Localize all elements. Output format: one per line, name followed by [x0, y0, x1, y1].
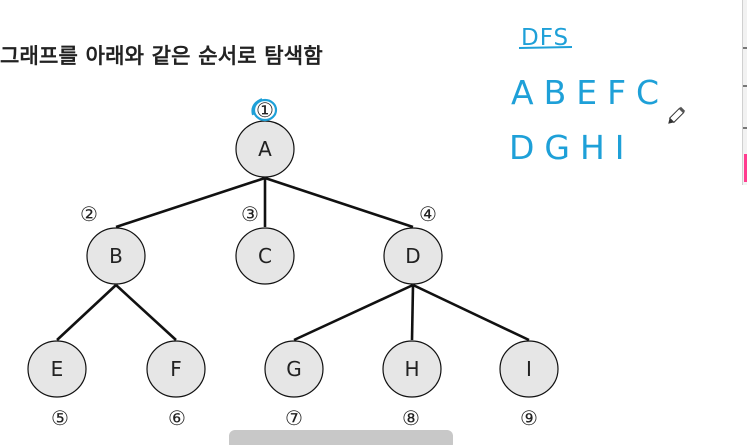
visit-order-mark-H: ⑧	[402, 406, 420, 430]
node-label: A	[258, 137, 272, 161]
edge-B-E	[56, 284, 117, 341]
visit-order-mark-B: ②	[80, 202, 98, 226]
tree-node-G: G	[264, 340, 324, 398]
visit-order-mark-D: ④	[419, 202, 437, 226]
node-label: F	[170, 357, 182, 381]
edge-A-D	[264, 176, 414, 229]
node-label: C	[258, 244, 272, 268]
edge-D-I	[412, 283, 530, 342]
node-label: D	[405, 244, 420, 268]
node-label: I	[526, 357, 532, 381]
handwritten-annotation: DFS ABEFC DGHI	[509, 25, 669, 167]
visit-order-mark-G: ⑦	[285, 406, 303, 430]
tree-node-I: I	[499, 340, 559, 398]
node-label: B	[109, 244, 123, 268]
pencil-cursor-icon	[668, 106, 686, 124]
edge-D-H	[410, 284, 415, 341]
right-side-panel-edge	[742, 0, 747, 185]
node-label: E	[51, 357, 64, 381]
visit-order-mark-E: ⑤	[51, 406, 69, 430]
tree-node-E: E	[27, 340, 87, 398]
node-circle	[146, 340, 206, 398]
node-label: H	[404, 357, 419, 381]
edge-A-B	[115, 176, 266, 229]
node-circle	[383, 227, 443, 285]
annotation-line-2: DGHI	[509, 128, 635, 167]
visit-order-mark-C: ③	[241, 202, 259, 226]
order-layer: ① ② ③ ④ ⑤ ⑥ ⑦ ⑧ ⑨	[51, 98, 538, 430]
slide-title: 그래프를 아래와 같은 순서로 탐색함	[0, 44, 323, 68]
edge-B-F	[115, 284, 177, 341]
edges-layer	[56, 176, 530, 342]
tree-node-A: A	[235, 120, 295, 178]
annotation-line-1: ABEFC	[511, 73, 669, 112]
node-circle	[27, 340, 87, 398]
tree-node-C: C	[235, 227, 295, 285]
right-edge-tick	[743, 85, 747, 87]
first-node-highlight	[251, 98, 278, 122]
tree-node-F: F	[146, 340, 206, 398]
visit-order-mark-F: ⑥	[168, 406, 186, 430]
nodes-layer: A B C D E F G H I	[27, 120, 559, 398]
visit-order-mark-I: ⑨	[520, 406, 538, 430]
right-edge-marker	[744, 154, 747, 182]
node-circle	[499, 340, 559, 398]
node-circle	[86, 227, 146, 285]
node-label: G	[286, 357, 302, 381]
tree-node-H: H	[382, 340, 442, 398]
tree-node-D: D	[383, 227, 443, 285]
node-circle	[235, 227, 295, 285]
edge-D-G	[293, 283, 414, 342]
node-circle	[382, 340, 442, 398]
right-edge-tick	[743, 127, 747, 129]
annotation-underline	[518, 46, 573, 49]
right-edge-tick	[743, 47, 747, 49]
horizontal-scrollbar-thumb[interactable]	[229, 430, 453, 445]
visit-order-mark-A: ①	[256, 98, 274, 122]
tree-node-B: B	[86, 227, 146, 285]
node-circle	[264, 340, 324, 398]
